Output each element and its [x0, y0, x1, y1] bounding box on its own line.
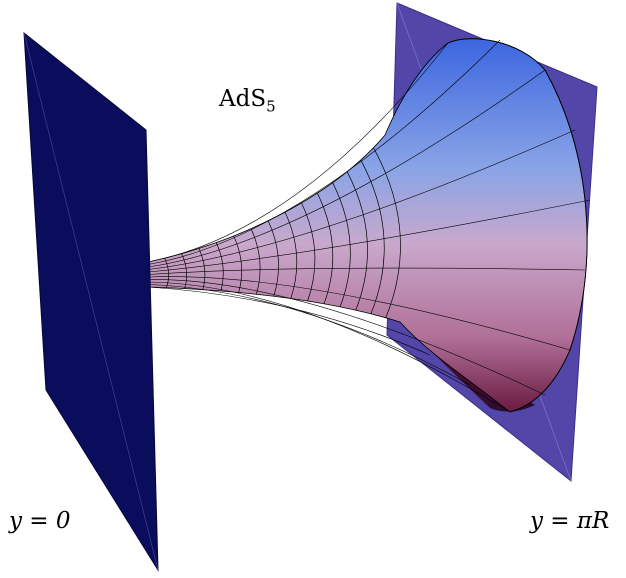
mesh-ring-line: [284, 211, 298, 299]
mesh-ring-line: [267, 220, 279, 297]
mesh-ring-line: [373, 147, 401, 318]
bulk-label-text: AdS: [219, 86, 267, 112]
mesh-longitude-line: [147, 42, 449, 263]
mesh-longitude-line: [147, 276, 571, 351]
mesh-ring-line: [301, 202, 316, 302]
mesh-ring-line: [215, 242, 224, 292]
bulk-label: AdS5: [219, 86, 276, 116]
mesh-longitude-line: [147, 279, 546, 396]
horn-mesh-grid: [147, 39, 591, 413]
mesh-longitude-line: [147, 267, 586, 275]
right-brane-label: y = πR: [530, 508, 610, 534]
mesh-ring-line: [250, 228, 261, 295]
mesh-longitude-line: [147, 284, 471, 386]
bulk-label-subscript: 5: [266, 97, 276, 116]
mesh-longitude-line: [147, 129, 576, 270]
mesh-ring-line: [360, 159, 385, 314]
mesh-ring-line: [198, 248, 206, 290]
left-brane-diagonal: [23, 32, 159, 571]
mesh-longitude-line: [147, 39, 501, 265]
mesh-longitude-line: [147, 281, 511, 413]
mesh-longitude-line: [147, 199, 591, 273]
bulk-horn-surface: [147, 38, 588, 413]
mesh-longitude-line: [147, 286, 431, 356]
left-brane-label: y = 0: [9, 508, 71, 534]
mesh-longitude-line: [147, 69, 546, 268]
mesh-ring-line: [346, 171, 368, 311]
horn-rim: [447, 38, 588, 413]
